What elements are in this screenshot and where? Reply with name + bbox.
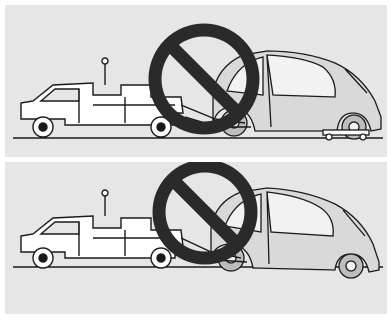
- car-icon: [213, 51, 381, 139]
- panel-top-towing-with-dolly: [5, 5, 387, 157]
- panel-bottom-towing-rear-lift: [5, 162, 387, 314]
- car-icon: [211, 188, 379, 278]
- panel-top-illustration: [5, 5, 387, 157]
- panel-bottom-illustration: [5, 162, 387, 314]
